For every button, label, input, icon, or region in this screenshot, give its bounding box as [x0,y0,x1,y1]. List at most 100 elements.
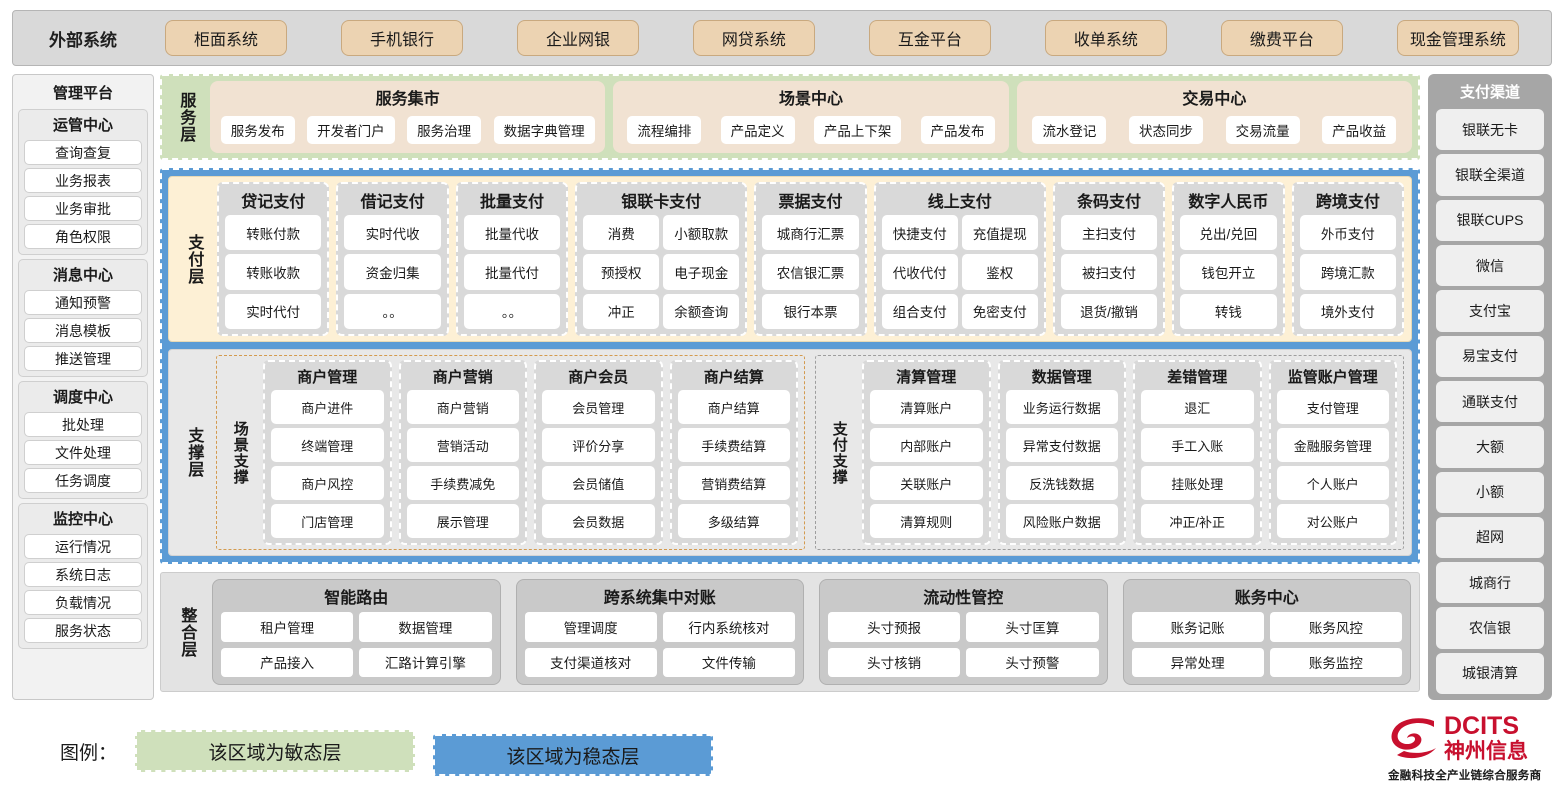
support-chip[interactable]: 反洗钱数据 [1005,466,1118,500]
payment-chip[interactable]: 城商行汇票 [762,215,859,251]
support-chip[interactable]: 门店管理 [271,504,384,538]
payment-chip[interactable]: 实时代付 [225,293,322,329]
payment-chip[interactable]: 转钱 [1180,293,1277,329]
external-system-chip[interactable]: 互金平台 [868,20,991,56]
payment-chip[interactable]: 外币支付 [1299,215,1397,251]
payment-chip[interactable]: 。。 [344,293,441,329]
support-chip[interactable]: 营销费结算 [677,466,790,500]
service-chip[interactable]: 交易流量 [1225,116,1300,144]
payment-chip[interactable]: 资金归集 [344,254,441,290]
integration-chip[interactable]: 头寸匡算 [966,612,1099,642]
support-chip[interactable]: 多级结算 [677,504,790,538]
management-item[interactable]: 通知预警 [24,290,142,315]
management-item[interactable]: 业务审批 [24,196,142,221]
service-chip[interactable]: 开发者门户 [307,116,395,144]
payment-chip[interactable]: 境外支付 [1299,293,1397,329]
service-chip[interactable]: 服务发布 [220,116,295,144]
external-system-chip[interactable]: 手机银行 [340,20,463,56]
management-item[interactable]: 推送管理 [24,346,142,371]
support-chip[interactable]: 会员数据 [542,504,655,538]
payment-chip[interactable]: 小额取款 [663,215,740,251]
management-item[interactable]: 业务报表 [24,168,142,193]
payment-channel-item[interactable]: 大额 [1436,426,1544,468]
service-chip[interactable]: 数据字典管理 [493,116,595,144]
support-chip[interactable]: 对公账户 [1276,504,1389,538]
support-chip[interactable]: 商户进件 [271,390,384,424]
integration-chip[interactable]: 头寸预警 [966,647,1099,677]
service-chip[interactable]: 服务治理 [407,116,482,144]
support-chip[interactable]: 商户营销 [406,390,519,424]
support-chip[interactable]: 冲正/补正 [1141,504,1254,538]
payment-chip[interactable]: 主扫支付 [1060,215,1158,251]
integration-chip[interactable]: 支付渠道核对 [524,647,657,677]
external-system-chip[interactable]: 缴费平台 [1220,20,1343,56]
management-item[interactable]: 任务调度 [24,468,142,493]
payment-chip[interactable]: 免密支付 [961,293,1038,329]
external-system-chip[interactable]: 收单系统 [1044,20,1167,56]
service-chip[interactable]: 流程编排 [627,116,702,144]
support-chip[interactable]: 清算规则 [870,504,983,538]
payment-chip[interactable]: 余额查询 [663,293,740,329]
support-chip[interactable]: 终端管理 [271,428,384,462]
support-chip[interactable]: 退汇 [1141,390,1254,424]
external-system-chip[interactable]: 现金管理系统 [1396,20,1519,56]
management-item[interactable]: 查询查复 [24,140,142,165]
support-chip[interactable]: 挂账处理 [1141,466,1254,500]
payment-chip[interactable]: 冲正 [583,293,660,329]
payment-chip[interactable]: 转账收款 [225,254,322,290]
payment-chip[interactable]: 退货/撤销 [1060,293,1158,329]
service-chip[interactable]: 产品收益 [1322,116,1397,144]
support-chip[interactable]: 支付管理 [1276,390,1389,424]
integration-chip[interactable]: 账务记账 [1131,612,1264,642]
support-chip[interactable]: 个人账户 [1276,466,1389,500]
management-item[interactable]: 服务状态 [24,618,142,643]
management-item[interactable]: 系统日志 [24,562,142,587]
payment-chip[interactable]: 鉴权 [961,254,1038,290]
payment-channel-item[interactable]: 微信 [1436,244,1544,287]
external-system-chip[interactable]: 柜面系统 [164,20,287,56]
support-chip[interactable]: 关联账户 [870,466,983,500]
support-chip[interactable]: 手续费结算 [677,428,790,462]
integration-chip[interactable]: 数据管理 [359,612,492,642]
support-chip[interactable]: 会员储值 [542,466,655,500]
integration-chip[interactable]: 头寸核销 [828,647,961,677]
support-chip[interactable]: 风险账户数据 [1005,504,1118,538]
support-chip[interactable]: 清算账户 [870,390,983,424]
support-chip[interactable]: 手续费减免 [406,466,519,500]
integration-chip[interactable]: 账务风控 [1269,612,1402,642]
integration-chip[interactable]: 汇路计算引擎 [359,647,492,677]
external-system-chip[interactable]: 企业网银 [516,20,639,56]
payment-chip[interactable]: 钱包开立 [1180,254,1277,290]
payment-channel-item[interactable]: 超网 [1436,516,1544,559]
support-chip[interactable]: 手工入账 [1141,428,1254,462]
support-chip[interactable]: 展示管理 [406,504,519,538]
payment-chip[interactable]: 转账付款 [225,215,322,251]
payment-chip[interactable]: 农信银汇票 [762,254,859,290]
support-chip[interactable]: 商户风控 [271,466,384,500]
integration-chip[interactable]: 管理调度 [524,612,657,642]
service-chip[interactable]: 产品上下架 [813,116,902,144]
payment-channel-item[interactable]: 银联全渠道 [1436,154,1544,196]
payment-chip[interactable]: 。。 [463,293,561,329]
management-item[interactable]: 批处理 [24,412,142,437]
management-item[interactable]: 运行情况 [24,534,142,559]
management-item[interactable]: 负载情况 [24,590,142,615]
payment-channel-item[interactable]: 银联CUPS [1436,199,1544,241]
payment-chip[interactable]: 兑出/兑回 [1180,215,1277,251]
integration-chip[interactable]: 产品接入 [221,647,354,677]
payment-chip[interactable]: 被扫支付 [1060,254,1158,290]
service-chip[interactable]: 状态同步 [1129,116,1204,144]
payment-chip[interactable]: 批量代付 [463,254,561,290]
integration-chip[interactable]: 行内系统核对 [662,612,795,642]
payment-channel-item[interactable]: 农信银 [1436,607,1544,649]
payment-chip[interactable]: 批量代收 [463,215,561,251]
payment-chip[interactable]: 实时代收 [344,215,441,251]
integration-chip[interactable]: 租户管理 [221,612,354,642]
management-item[interactable]: 角色权限 [24,224,142,249]
management-item[interactable]: 文件处理 [24,440,142,465]
management-item[interactable]: 消息模板 [24,318,142,343]
payment-channel-item[interactable]: 城银清算 [1436,652,1544,695]
payment-channel-item[interactable]: 通联支付 [1436,380,1544,423]
support-chip[interactable]: 内部账户 [870,428,983,462]
integration-chip[interactable]: 账务监控 [1269,647,1402,677]
